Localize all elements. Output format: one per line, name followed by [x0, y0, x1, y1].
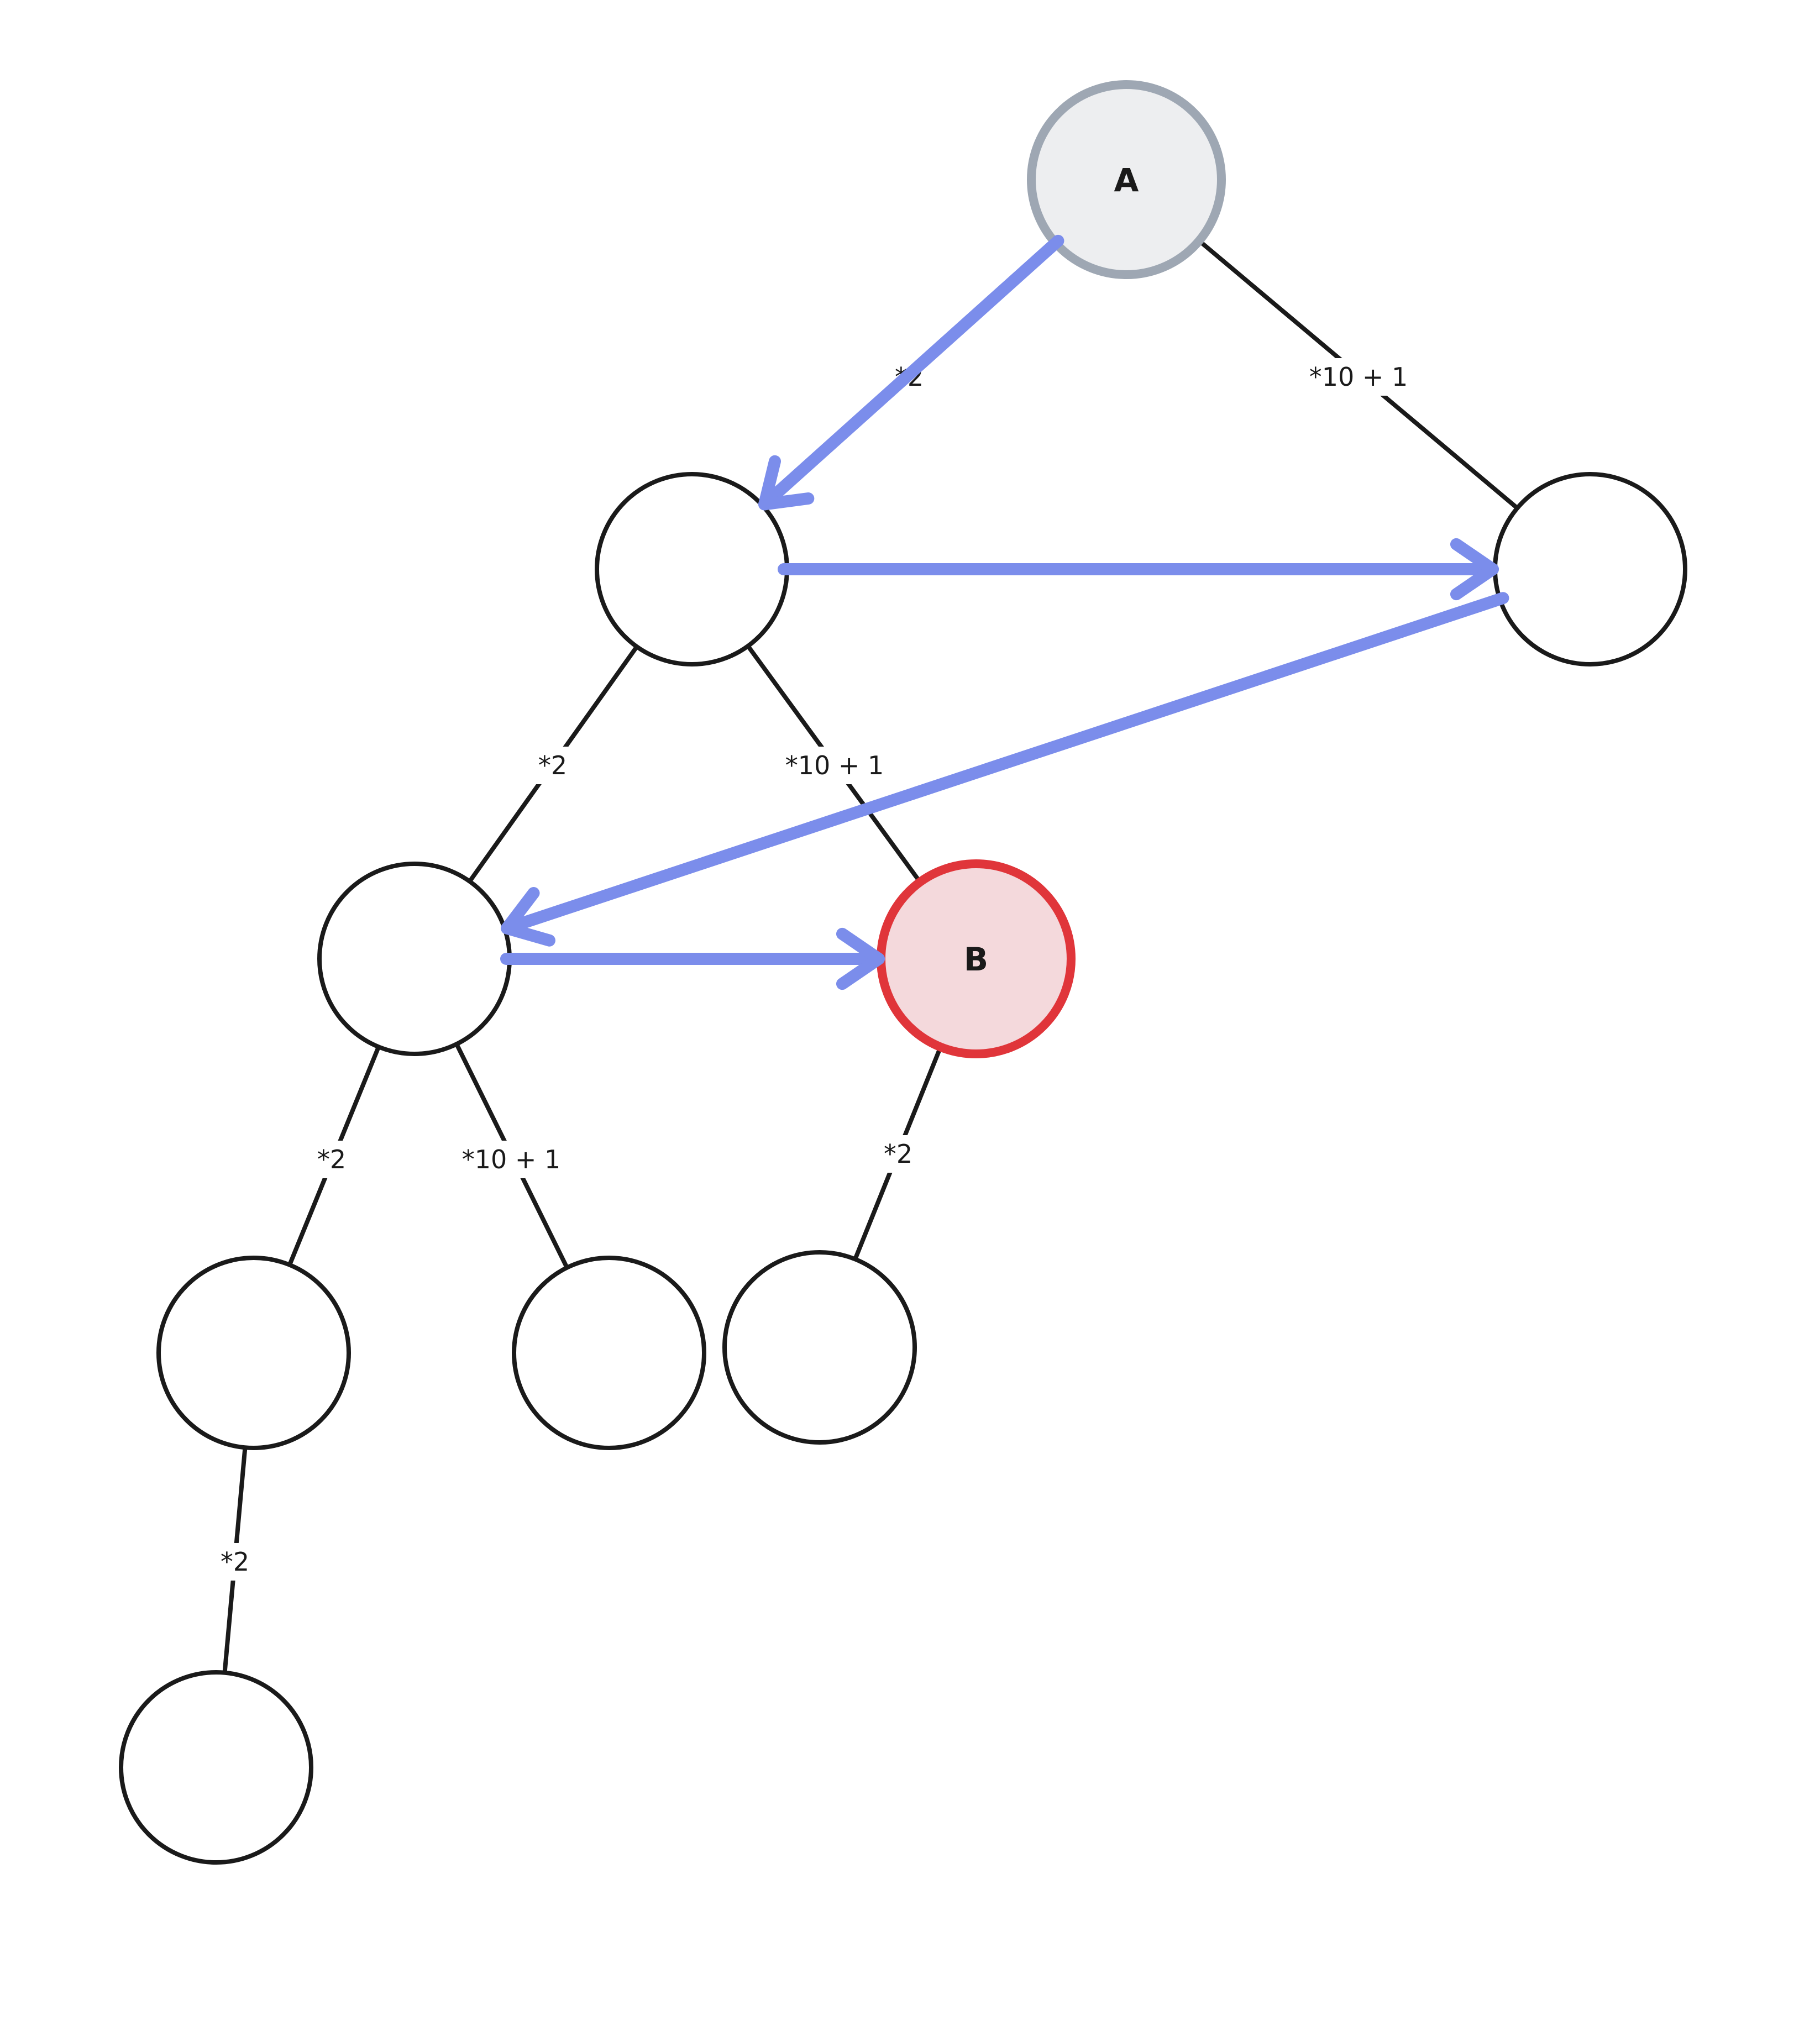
tree-node — [317, 862, 512, 1056]
edge-label: *2 — [221, 1547, 249, 1577]
edge-label: *10 + 1 — [462, 1145, 561, 1174]
edge-label-background — [308, 1141, 355, 1178]
search-arrowhead — [501, 886, 555, 947]
edge-label: *10 + 1 — [1309, 362, 1408, 392]
search-order-arrows — [500, 234, 1509, 990]
edge-label-background — [1296, 358, 1421, 396]
edge-label-background — [874, 1135, 922, 1173]
search-arrow — [501, 592, 1509, 935]
tree-node — [119, 1670, 313, 1865]
edge-label-background — [772, 747, 897, 784]
edge-label: *2 — [317, 1145, 346, 1174]
search-arrowhead — [1450, 538, 1499, 601]
search-arrow — [758, 234, 1064, 511]
edge-label: *2 — [884, 1139, 912, 1169]
edge-label: *2 — [538, 750, 567, 780]
tree-node — [722, 1250, 917, 1445]
tree-nodes: AB — [119, 80, 1687, 1865]
tree-node — [1493, 472, 1687, 666]
tree-node — [156, 1256, 351, 1450]
edge-label: *10 + 1 — [785, 750, 884, 780]
start-node-a — [1027, 80, 1226, 279]
node-label: A — [1114, 161, 1139, 199]
edge-label-background — [211, 1543, 259, 1581]
node-label: B — [964, 941, 988, 978]
tree-node — [512, 1256, 706, 1450]
search-arrowhead — [758, 455, 815, 511]
search-arrowhead — [836, 927, 885, 990]
edge-label-background — [449, 1141, 574, 1178]
edge-label-background — [529, 747, 576, 784]
